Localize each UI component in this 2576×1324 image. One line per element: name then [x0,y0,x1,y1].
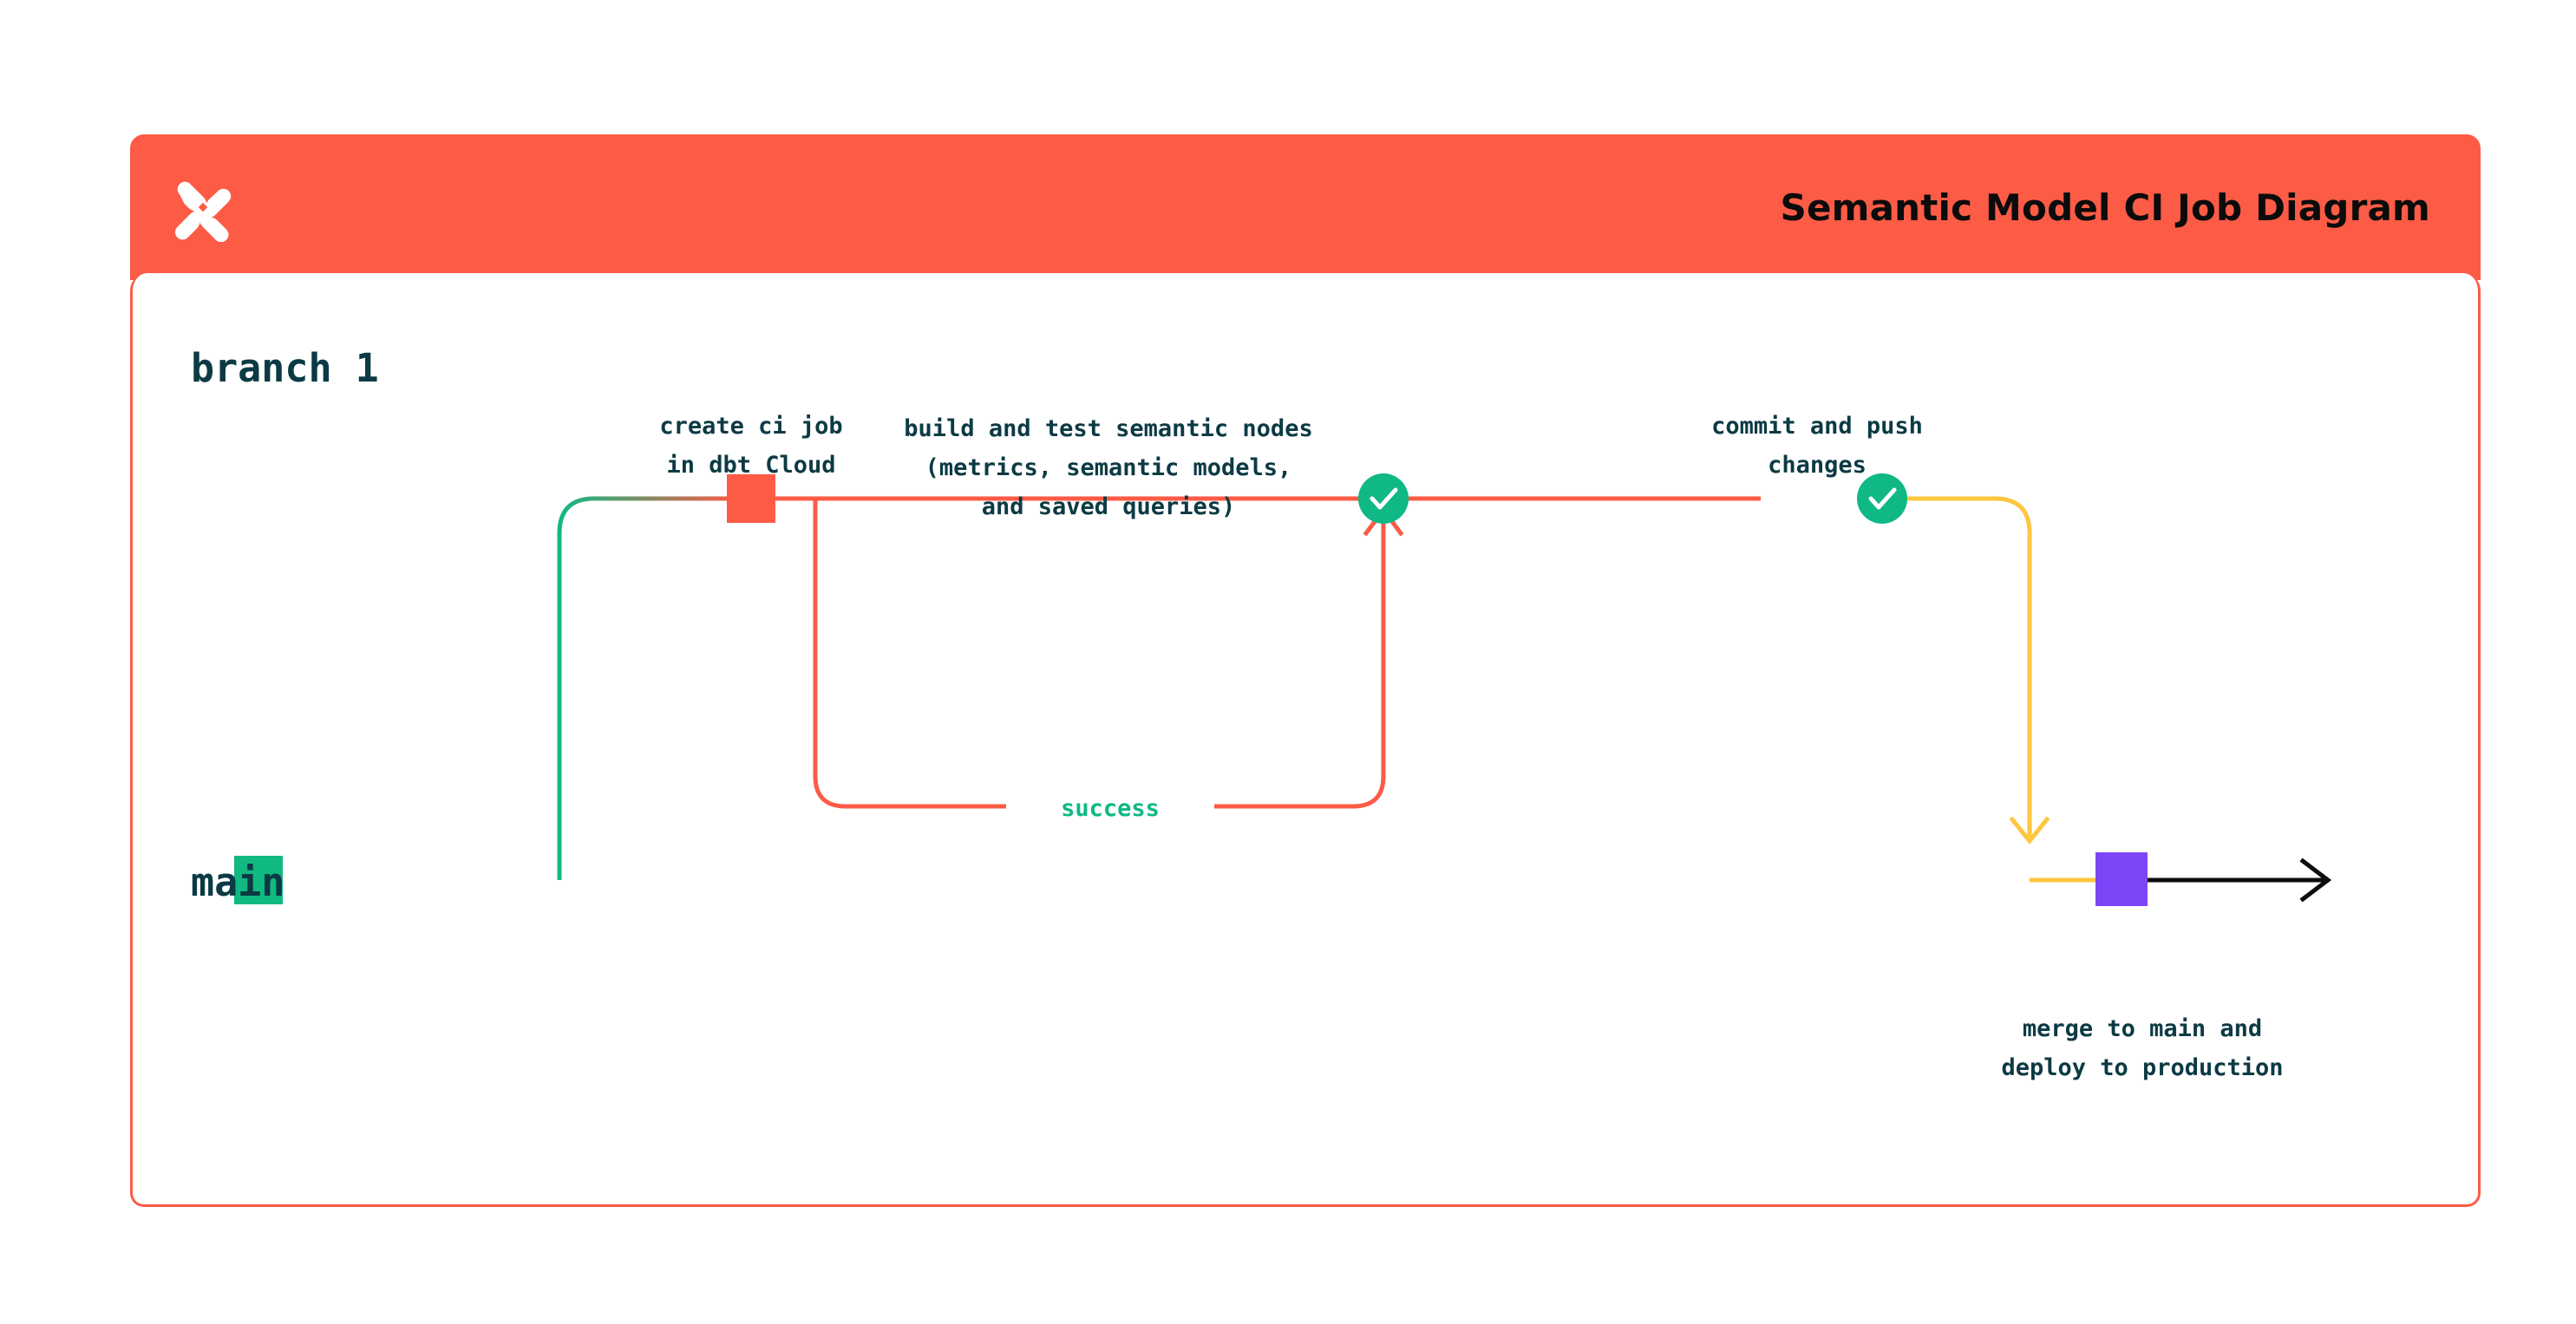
card-header: Semantic Model CI Job Diagram [130,134,2481,280]
lane-label-branch: branch 1 [191,345,379,391]
edge-branch-off [557,496,737,880]
svg-text:commit and push: commit and push [1711,413,1923,440]
svg-text:changes: changes [1768,452,1867,479]
svg-text:in dbt Cloud: in dbt Cloud [666,452,835,479]
check-icon [1370,487,1398,510]
node-main-start[interactable] [234,856,283,904]
diagram-card: Semantic Model CI Job Diagram [130,134,2481,1207]
node-merge-to-main[interactable] [2095,852,2148,906]
page-title: Semantic Model CI Job Diagram [1780,186,2430,229]
edge-success-loop [813,499,1404,809]
dbt-logo-icon [168,173,238,243]
svg-text:create ci job: create ci job [659,413,842,440]
svg-text:deploy to production: deploy to production [2001,1054,2283,1081]
card-body [130,273,2481,1207]
node-create-ci-job[interactable] [727,474,775,523]
svg-text:build and test semantic nodes: build and test semantic nodes [904,415,1312,442]
svg-text:(metrics, semantic models,: (metrics, semantic models, [925,454,1292,481]
svg-text:and saved queries): and saved queries) [982,493,1236,520]
merge-down-arrowhead [2009,816,2050,845]
lane-label-main: main [191,859,284,905]
check-icon [1868,487,1897,510]
caption-merge-to-main: merge to main and deploy to production [2001,1015,2283,1081]
ci-flow-diagram: success branch 1 main [191,345,2332,1081]
node-commit-and-push[interactable] [1857,473,1907,524]
svg-text:merge to main and: merge to main and [2023,1015,2262,1042]
node-build-and-test[interactable] [1358,473,1409,524]
edge-main-continue [2147,858,2332,903]
caption-commit-and-push: commit and push changes [1711,413,1923,479]
caption-build-and-test: build and test semantic nodes (metrics, … [904,415,1312,520]
edge-label-success: success [1061,795,1160,822]
caption-create-ci-job: create ci job in dbt Cloud [659,413,842,479]
